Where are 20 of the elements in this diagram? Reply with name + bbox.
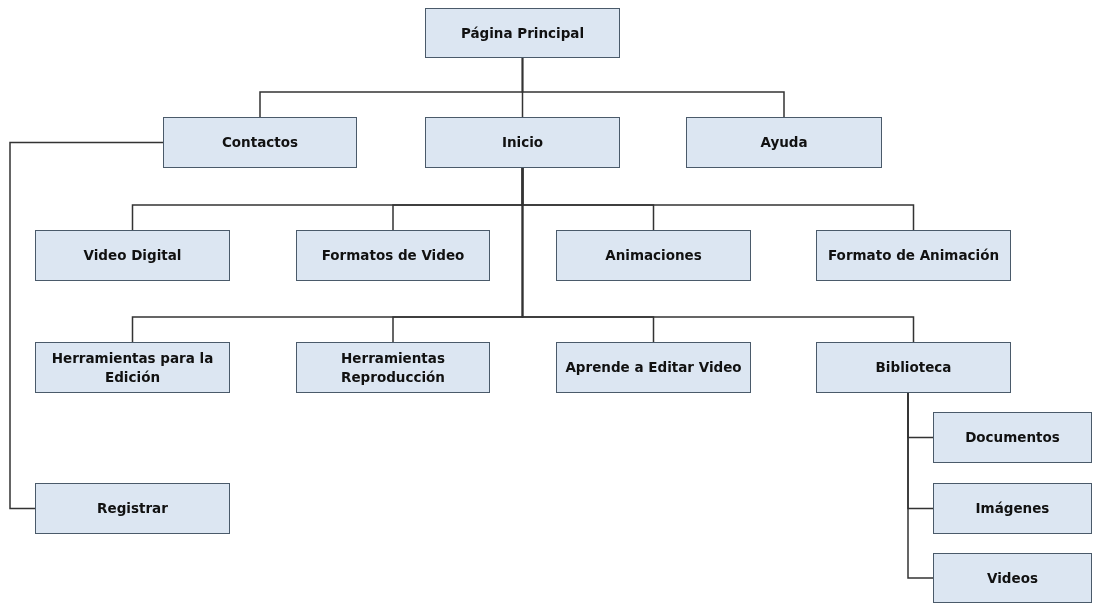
- page-box: Aprende a Editar Video: [556, 342, 751, 393]
- page-box: Página Principal: [425, 8, 620, 58]
- connector-line: [521, 167, 915, 343]
- page-box: Formato de Animación: [816, 230, 1011, 281]
- page-box: Biblioteca: [816, 342, 1011, 393]
- page-box: Ayuda: [686, 117, 882, 168]
- page-box: Videos: [933, 553, 1092, 603]
- page-box: Video Digital: [35, 230, 230, 281]
- page-box: Contactos: [163, 117, 357, 168]
- page-box: Documentos: [933, 412, 1092, 463]
- page-box: Formatos de Video: [296, 230, 490, 281]
- connector-line: [521, 57, 785, 118]
- page-box: Herramientas Reproducción: [296, 342, 490, 393]
- page-box: Herramientas para la Edición: [35, 342, 230, 393]
- page-box: Inicio: [425, 117, 620, 168]
- page-box: Imágenes: [933, 483, 1092, 534]
- page-box: Registrar: [35, 483, 230, 534]
- page-box: Animaciones: [556, 230, 751, 281]
- connector-line: [907, 392, 934, 579]
- connector-line: [9, 141, 164, 510]
